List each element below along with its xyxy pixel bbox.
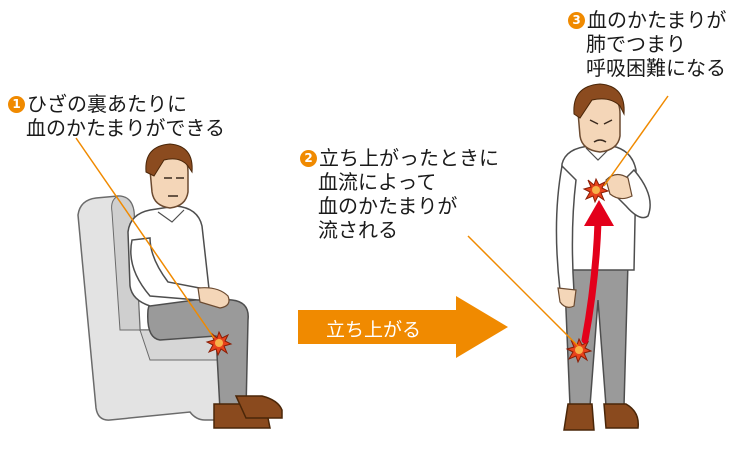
callout-3-line-2: 肺でつまり (586, 32, 686, 56)
shoes (563, 403, 595, 431)
callout-3-line-3: 呼吸困難になる (586, 56, 726, 80)
hair (573, 83, 625, 119)
callout-2-line-2: 血流によって (318, 170, 437, 194)
callout-2-line-1: 立ち上がったときに (319, 146, 499, 170)
hand (197, 287, 230, 309)
leader-line-1 (75, 137, 215, 339)
hand-on-chest (605, 173, 633, 200)
blood-flow-arrow (581, 218, 602, 344)
standing-man-figure (555, 83, 651, 431)
callout-number-3: 3 (568, 11, 585, 29)
hair (145, 143, 193, 177)
callout-2-line-4: 流される (318, 218, 398, 242)
callout-number-2: 2 (300, 149, 317, 167)
callout-2-line-3: 血のかたまりが (318, 194, 458, 218)
leader-line-2 (467, 235, 579, 347)
seated-man-figure (77, 143, 283, 429)
callout-3-line-1: 血のかたまりが (587, 8, 727, 32)
stand-up-arrow (298, 296, 508, 358)
callout-1-line-1: ひざの裏あたりに (27, 92, 187, 116)
callout-1-line-2: 血のかたまりができる (26, 116, 225, 140)
leader-line-3 (603, 95, 669, 187)
callout-number-1: 1 (8, 95, 25, 113)
stand-up-arrow-label: 立ち上がる (326, 319, 422, 341)
